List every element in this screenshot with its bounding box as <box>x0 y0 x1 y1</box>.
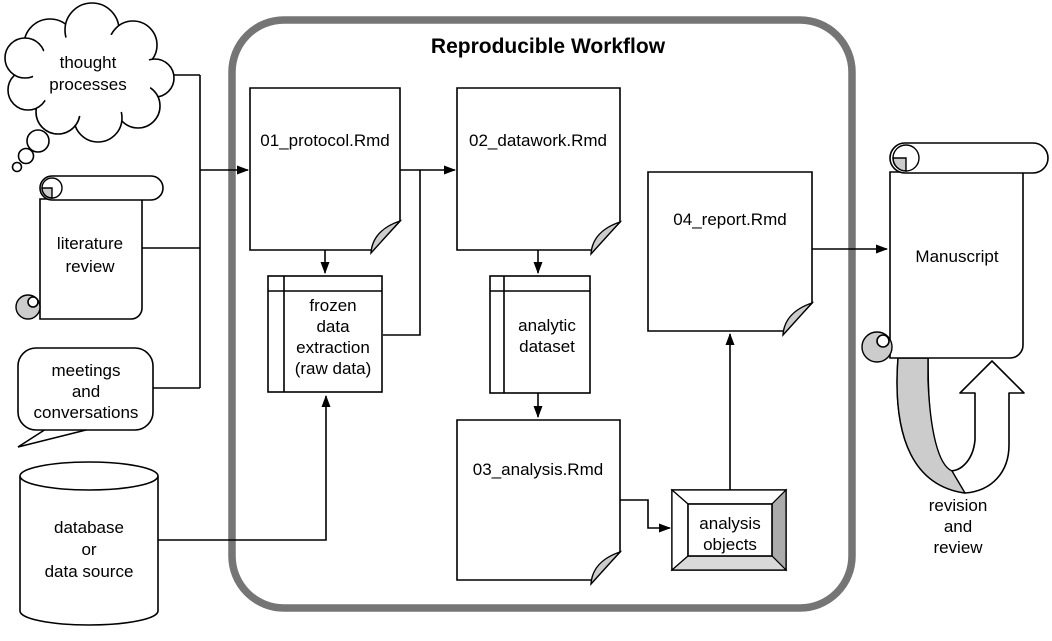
node-frozen-data: frozen data extraction (raw data) <box>267 275 383 393</box>
cylinder-top <box>19 461 159 491</box>
document-fold <box>370 219 403 255</box>
database-label: database <box>54 518 124 537</box>
scroll-body <box>39 198 143 320</box>
connector-frozen-branch <box>383 170 421 336</box>
cloud-bubble-small <box>11 161 23 173</box>
analysis-objects-label: analysis <box>699 514 760 533</box>
document-shape <box>647 171 813 332</box>
frozen-data-label: extraction <box>296 338 370 357</box>
literature-review-label: literature <box>57 234 123 253</box>
speech-bubble-tail <box>17 428 91 448</box>
database-label: or <box>81 540 96 559</box>
node-meetings: meetings and conversations <box>17 347 154 448</box>
report-label: 04_report.Rmd <box>673 210 786 229</box>
diagram-title: Reproducible Workflow <box>431 35 666 58</box>
meetings-label: and <box>72 382 100 401</box>
workflow-container-border <box>228 16 856 612</box>
revision-review-label: and <box>944 517 972 536</box>
speech-bubble <box>17 347 154 431</box>
node-database: database or data source <box>19 461 159 626</box>
frozen-data-label: data <box>316 317 350 336</box>
datawork-label: 02_datawork.Rmd <box>469 131 607 150</box>
analysis-label: 03_analysis.Rmd <box>473 460 603 479</box>
cloud-shape <box>4 2 175 173</box>
node-thought-processes: thought processes <box>4 2 175 173</box>
scroll-body <box>889 171 1024 359</box>
cloud-bubble-medium <box>17 147 35 165</box>
frozen-data-label: (raw data) <box>295 359 372 378</box>
thought-processes-label: thought <box>60 53 117 72</box>
frame-bevel-top <box>670 489 788 505</box>
document-shape <box>456 419 621 581</box>
document-shape <box>456 87 621 251</box>
node-analysis: 03_analysis.Rmd <box>456 419 623 586</box>
frozen-data-label: frozen <box>309 296 356 315</box>
manuscript-label: Manuscript <box>915 247 998 266</box>
meetings-label: meetings <box>52 361 121 380</box>
document-fold <box>782 301 815 337</box>
internal-storage-shape <box>267 275 383 393</box>
analysis-objects-label: objects <box>703 535 757 554</box>
node-report: 04_report.Rmd <box>647 171 815 337</box>
node-manuscript: Manuscript <box>861 142 1049 363</box>
revision-review-label: review <box>933 538 983 557</box>
arrow-database-to-frozen <box>158 395 331 541</box>
protocol-label: 01_protocol.Rmd <box>260 131 389 150</box>
internal-storage-dividers <box>490 276 590 393</box>
node-revision-review: revision and review <box>896 357 1025 557</box>
analytic-dataset-label: analytic <box>518 316 576 335</box>
meetings-label: conversations <box>34 403 139 422</box>
node-literature-review: literature review <box>15 175 164 320</box>
node-analysis-objects: analysis objects <box>670 488 788 572</box>
cloud-bubble-large <box>26 129 50 153</box>
frame-inner <box>687 503 773 557</box>
document-fold <box>590 550 623 586</box>
document-shape <box>249 87 401 251</box>
scroll-roll <box>889 142 1049 174</box>
analytic-dataset-label: dataset <box>519 337 575 356</box>
node-protocol: 01_protocol.Rmd <box>249 87 403 255</box>
scroll-roll <box>39 175 164 201</box>
thought-processes-label: processes <box>49 75 126 94</box>
internal-storage-shape <box>489 275 591 394</box>
u-arrow-shaded-half <box>896 357 966 494</box>
internal-storage-dividers <box>268 276 382 392</box>
node-analytic-dataset: analytic dataset <box>489 275 591 394</box>
database-label: data source <box>45 562 134 581</box>
cylinder-body <box>19 476 159 626</box>
literature-review-label: review <box>65 257 115 276</box>
document-fold <box>590 220 623 256</box>
arrow-analysis-to-objects <box>620 499 671 533</box>
revision-review-label: revision <box>929 496 988 515</box>
connectors <box>142 74 888 541</box>
frame-bevel-bottom <box>670 555 788 571</box>
node-datawork: 02_datawork.Rmd <box>456 87 623 256</box>
